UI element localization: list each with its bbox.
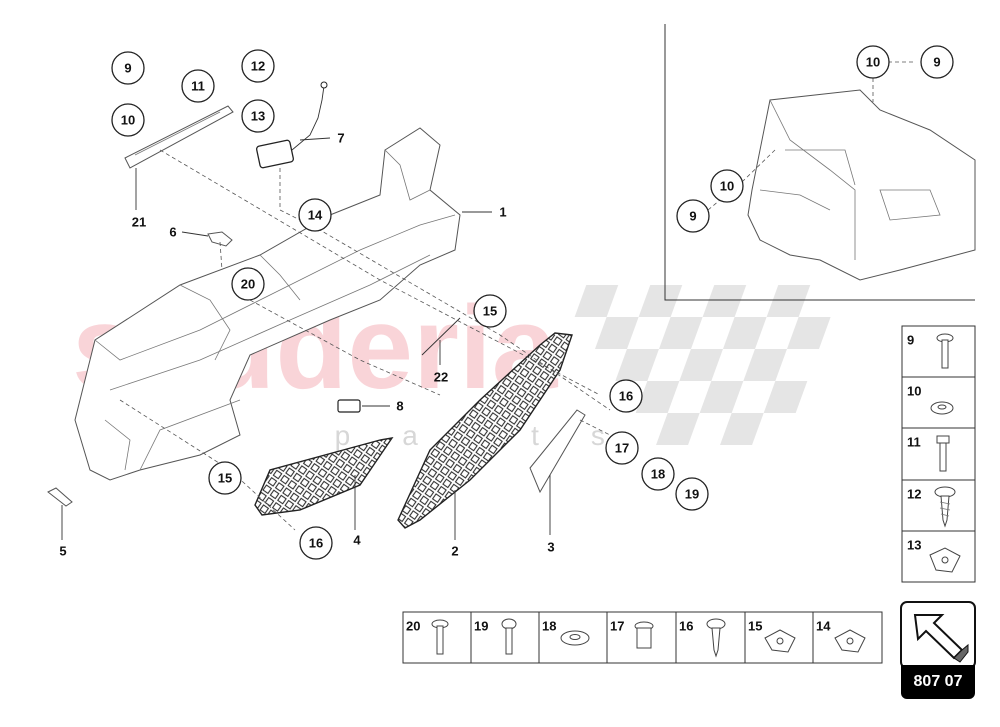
bolt-icon: [431, 619, 449, 655]
hardware-label-16: 16: [679, 619, 693, 634]
hardware-table-right: 9 10 11 12 13: [901, 325, 976, 583]
label-part-8: 8: [396, 399, 403, 414]
label-part-3: 3: [547, 540, 554, 555]
svg-text:10: 10: [121, 113, 135, 128]
label-part-22: 22: [434, 370, 448, 385]
plate-part-3: [529, 409, 586, 494]
inset-callout-9: 9: [676, 199, 710, 233]
svg-text:10: 10: [866, 55, 880, 70]
label-part-7: 7: [337, 131, 344, 146]
clip-nut-icon: [764, 629, 796, 653]
hardware-label-18: 18: [542, 619, 556, 634]
svg-text:12: 12: [251, 59, 265, 74]
svg-text:11: 11: [191, 79, 205, 94]
self-tapping-screw-icon: [706, 618, 726, 658]
part-number-labels: 1 2 3 4 5 6 7 8 21 22: [59, 131, 554, 559]
svg-text:18: 18: [651, 467, 665, 482]
callout-20: 20: [231, 267, 265, 301]
hardware-label-20: 20: [406, 619, 420, 634]
clip-part-6: [207, 231, 233, 247]
callout-10-top: 10: [111, 103, 145, 137]
hardware-label-12: 12: [907, 487, 921, 502]
bolt-icon: [501, 618, 517, 655]
direction-arrow-box[interactable]: [900, 601, 976, 669]
svg-text:9: 9: [689, 209, 696, 224]
label-part-6: 6: [169, 225, 176, 240]
callout-18: 18: [641, 457, 675, 491]
clip-nut-icon: [929, 547, 961, 573]
screw-icon: [936, 435, 950, 472]
hardware-label-10: 10: [907, 384, 921, 399]
washer-icon: [560, 630, 590, 646]
svg-text:9: 9: [933, 55, 940, 70]
callout-15-mid: 15: [473, 294, 507, 328]
callout-14: 14: [298, 198, 332, 232]
hardware-table-bottom: 20 19 18 17 16 15 14: [402, 611, 883, 664]
hardware-label-17: 17: [610, 619, 624, 634]
svg-text:15: 15: [218, 471, 232, 486]
hardware-label-14: 14: [816, 619, 831, 634]
svg-text:14: 14: [308, 208, 323, 223]
callout-11: 11: [181, 69, 215, 103]
callout-9-top: 9: [111, 51, 145, 85]
hardware-label-19: 19: [474, 619, 488, 634]
svg-text:19: 19: [685, 487, 699, 502]
label-part-4: 4: [353, 533, 361, 548]
svg-text:20: 20: [241, 277, 255, 292]
label-part-21: 21: [132, 215, 146, 230]
grille-part-2: [397, 332, 573, 529]
hardware-label-11: 11: [907, 435, 921, 450]
leader-lines: [61, 137, 551, 540]
callout-19: 19: [675, 477, 709, 511]
inset-callout-10: 10: [710, 169, 744, 203]
bracket-part-21: [124, 105, 234, 169]
front-bumper-part-1: [74, 127, 461, 481]
clip-nut-icon: [834, 629, 866, 653]
checker-watermark: [574, 285, 831, 445]
svg-text:17: 17: [615, 441, 629, 456]
clip-part-5: [47, 487, 73, 507]
svg-text:10: 10: [720, 179, 734, 194]
callout-13: 13: [241, 99, 275, 133]
strip-part-22: [421, 317, 461, 356]
washer-icon: [930, 401, 954, 415]
bolt-icon: [936, 333, 954, 369]
page-code-badge: 807 07: [901, 665, 975, 699]
connector-part-8: [337, 399, 361, 413]
hardware-label-9: 9: [907, 333, 914, 348]
callout-15-left: 15: [208, 461, 242, 495]
spacer-sleeve-icon: [634, 621, 654, 649]
callout-16-right: 16: [609, 379, 643, 413]
svg-text:9: 9: [124, 61, 131, 76]
inset-callout-10-top: 10: [856, 45, 890, 79]
label-part-2: 2: [451, 544, 458, 559]
label-part-5: 5: [59, 544, 66, 559]
self-tapping-screw-icon: [934, 486, 956, 528]
inset-detail-view: [664, 24, 976, 301]
svg-text:16: 16: [619, 389, 633, 404]
callout-16-left: 16: [299, 526, 333, 560]
grille-part-4: [254, 437, 394, 516]
svg-text:16: 16: [309, 536, 323, 551]
svg-text:13: 13: [251, 109, 265, 124]
hardware-label-13: 13: [907, 538, 921, 553]
svg-text:15: 15: [483, 304, 497, 319]
callout-12: 12: [241, 49, 275, 83]
callout-17: 17: [605, 431, 639, 465]
label-part-1: 1: [499, 205, 506, 220]
inset-callout-9-top: 9: [920, 45, 954, 79]
hardware-label-15: 15: [748, 619, 762, 634]
